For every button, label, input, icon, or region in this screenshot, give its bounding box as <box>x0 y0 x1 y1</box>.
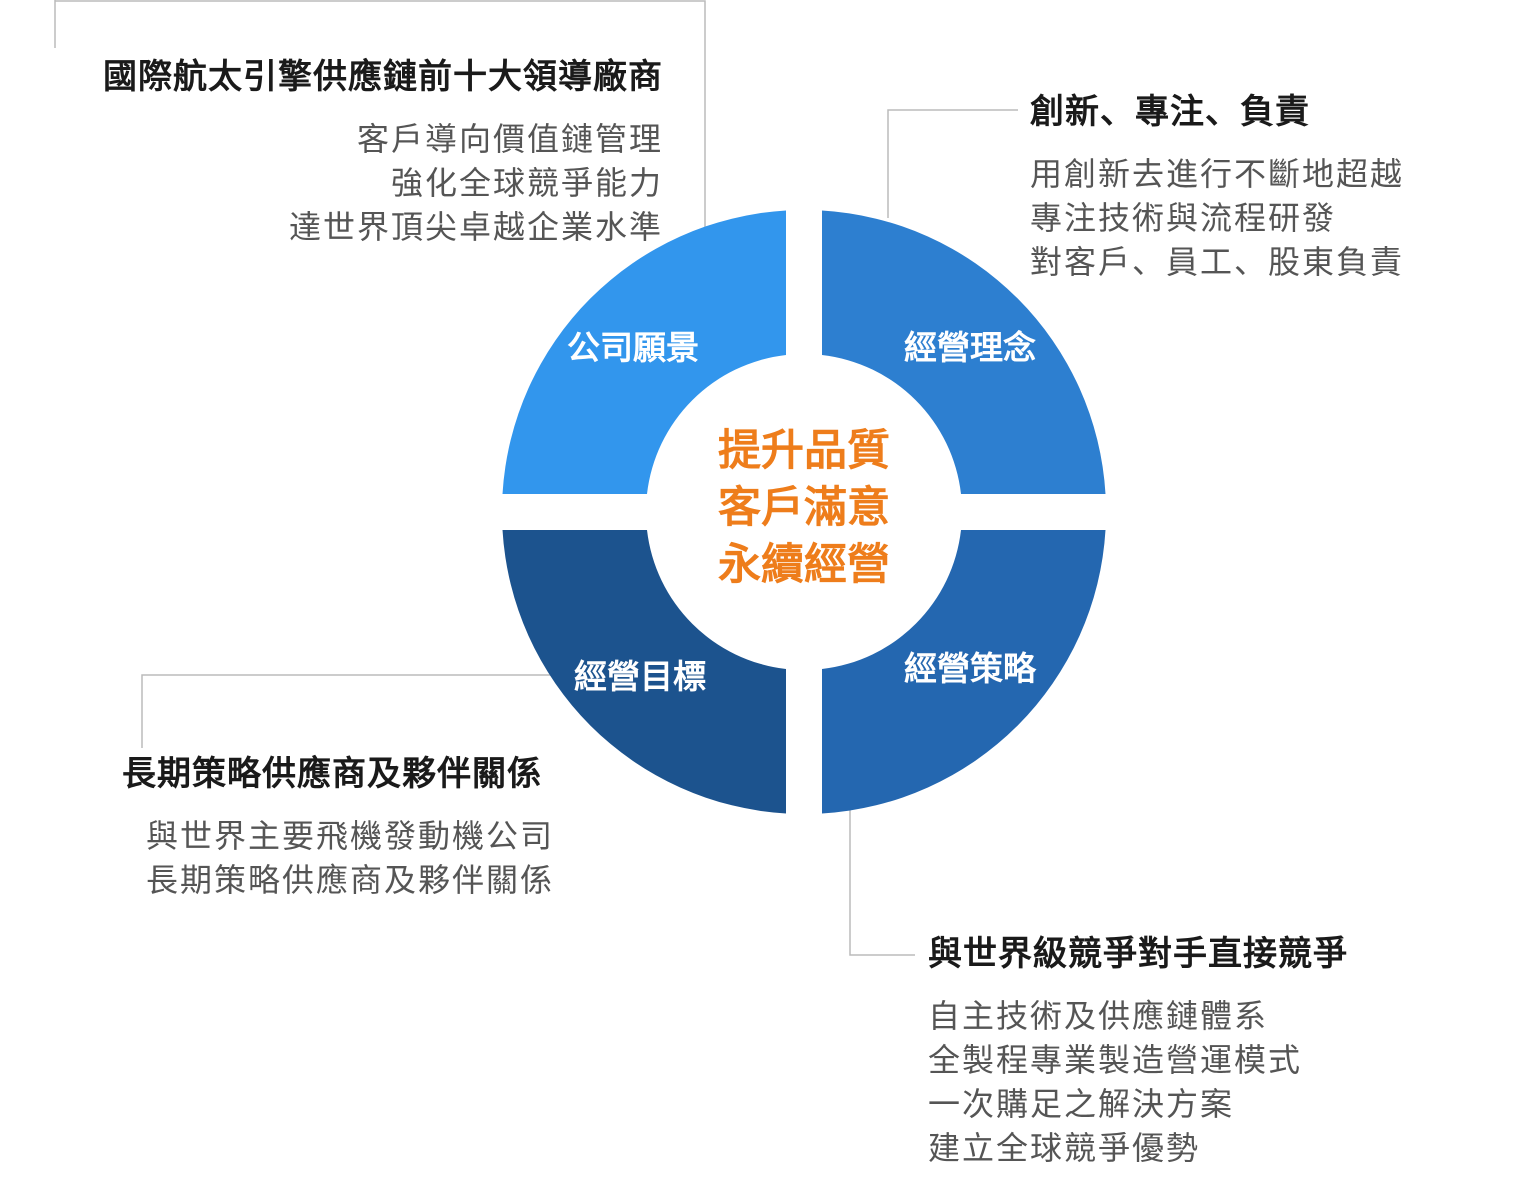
strategy-line-3: 一次購足之解決方案 <box>928 1085 1235 1123</box>
philosophy-block: 創新、專注、負責 用創新去進行不斷地超越 專注技術與流程研發 對客戶、員工、股東… <box>1030 90 1404 284</box>
connector-strategy <box>849 795 915 956</box>
center-line-1: 提升品質 <box>718 426 890 476</box>
segment-label-philosophy: 經營理念 <box>904 328 1036 367</box>
segment-label-vision: 公司願景 <box>567 328 699 367</box>
philosophy-heading: 創新、專注、負責 <box>1030 92 1310 132</box>
ring-segment-vision <box>502 210 786 494</box>
strategy-block: 與世界級競爭對手直接競爭 自主技術及供應鏈體系 全製程專業製造營運模式 一次購足… <box>928 932 1348 1170</box>
vision-block: 國際航太引擎供應鏈前十大領導廠商 客戶導向價值鏈管理 強化全球競爭能力 達世界頂… <box>103 55 663 249</box>
connector-vision-top <box>55 0 706 230</box>
goal-block: 長期策略供應商及夥伴關係 與世界主要飛機發動機公司 長期策略供應商及夥伴關係 <box>122 752 554 902</box>
strategy-heading: 與世界級競爭對手直接競爭 <box>928 934 1348 974</box>
ring-segment-philosophy <box>822 210 1106 494</box>
goal-line-1: 與世界主要飛機發動機公司 <box>146 817 555 855</box>
vision-line-2: 強化全球競爭能力 <box>390 164 663 202</box>
strategy-line-2: 全製程專業製造營運模式 <box>928 1041 1303 1079</box>
connector-goal <box>141 674 555 748</box>
goal-heading: 長期策略供應商及夥伴關係 <box>122 754 542 794</box>
vision-line-3: 達世界頂尖卓越企業水準 <box>288 208 663 246</box>
ring-segment-goal <box>502 530 786 814</box>
strategy-line-1: 自主技術及供應鏈體系 <box>928 997 1269 1035</box>
ring-segment-strategy <box>822 530 1106 814</box>
center-line-3: 永續經營 <box>718 540 890 590</box>
center-line-2: 客戶滿意 <box>718 483 890 533</box>
philosophy-line-2: 專注技術與流程研發 <box>1030 199 1337 237</box>
strategy-line-4: 建立全球競爭優勢 <box>928 1129 1201 1167</box>
vision-heading: 國際航太引擎供應鏈前十大領導廠商 <box>103 57 663 97</box>
philosophy-line-3: 對客戶、員工、股東負責 <box>1030 243 1405 281</box>
connector-philosophy <box>887 109 1018 218</box>
philosophy-line-1: 用創新去進行不斷地超越 <box>1030 155 1405 193</box>
vision-line-1: 客戶導向價值鏈管理 <box>356 120 663 158</box>
segment-label-strategy: 經營策略 <box>904 649 1037 688</box>
segment-label-goal: 經營目標 <box>574 657 706 696</box>
goal-line-2: 長期策略供應商及夥伴關係 <box>146 861 555 899</box>
